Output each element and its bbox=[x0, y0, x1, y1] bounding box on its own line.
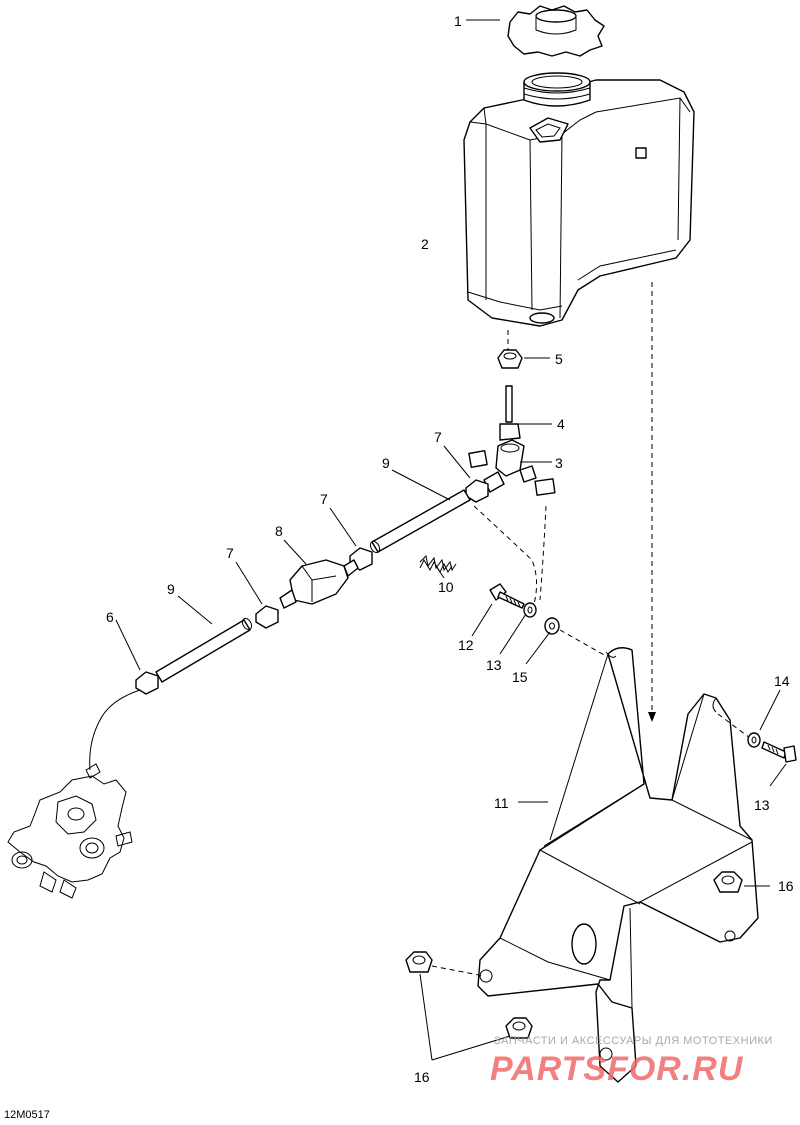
flat-washer-right bbox=[747, 732, 761, 748]
oil-pump bbox=[7, 763, 133, 899]
grommet bbox=[497, 349, 523, 369]
pickup-tube bbox=[499, 385, 521, 441]
filler-cap bbox=[507, 5, 605, 57]
callout-9: 9 bbox=[167, 581, 175, 597]
bolt bbox=[489, 583, 525, 609]
drawing-code: 12M0517 bbox=[4, 1109, 50, 1121]
callout-labels: 1 2 5 4 7 3 9 7 8 7 9 6 10 12 13 15 14 1… bbox=[106, 13, 794, 1085]
flat-washer bbox=[544, 617, 560, 635]
callout-3: 3 bbox=[555, 455, 563, 471]
watermark: ЗАПЧАСТИ И АКСЕССУАРЫ ДЛЯ МОТОТЕХНИКИ PA… bbox=[490, 1035, 773, 1088]
flange-nut bbox=[405, 951, 433, 973]
callout-13: 13 bbox=[754, 797, 770, 813]
callout-7: 7 bbox=[226, 545, 234, 561]
callout-4: 4 bbox=[557, 416, 565, 432]
callout-14: 14 bbox=[774, 673, 790, 689]
bolt-right bbox=[761, 741, 797, 763]
callout-9: 9 bbox=[382, 455, 390, 471]
hose-lower bbox=[155, 617, 253, 683]
callout-7: 7 bbox=[434, 429, 442, 445]
watermark-tagline: ЗАПЧАСТИ И АКСЕССУАРЫ ДЛЯ МОТОТЕХНИКИ bbox=[494, 1035, 773, 1047]
callout-15: 15 bbox=[512, 669, 528, 685]
callout-8: 8 bbox=[275, 523, 283, 539]
callout-5: 5 bbox=[555, 351, 563, 367]
callout-6: 6 bbox=[106, 609, 114, 625]
lock-washer bbox=[523, 602, 537, 618]
mounting-bracket bbox=[477, 647, 759, 1083]
callout-16: 16 bbox=[778, 878, 794, 894]
callout-10: 10 bbox=[438, 579, 454, 595]
fuel-filter bbox=[279, 559, 359, 609]
flange-nut bbox=[713, 871, 743, 893]
hose-clamp bbox=[135, 671, 159, 695]
callout-7: 7 bbox=[320, 491, 328, 507]
callout-2: 1 bbox=[454, 13, 462, 29]
callout-16: 16 bbox=[414, 1069, 430, 1085]
oil-tank bbox=[463, 72, 695, 327]
callout-13: 13 bbox=[486, 657, 502, 673]
hose-upper bbox=[369, 489, 471, 554]
callout-11: 11 bbox=[494, 795, 509, 811]
callout-1: 2 bbox=[421, 236, 429, 252]
callout-12: 12 bbox=[458, 637, 474, 653]
flange-nut bbox=[505, 1017, 533, 1039]
leader-lines bbox=[115, 19, 787, 1061]
watermark-logo: PARTSFOR.RU bbox=[490, 1050, 744, 1088]
hose-clamp bbox=[255, 605, 279, 629]
